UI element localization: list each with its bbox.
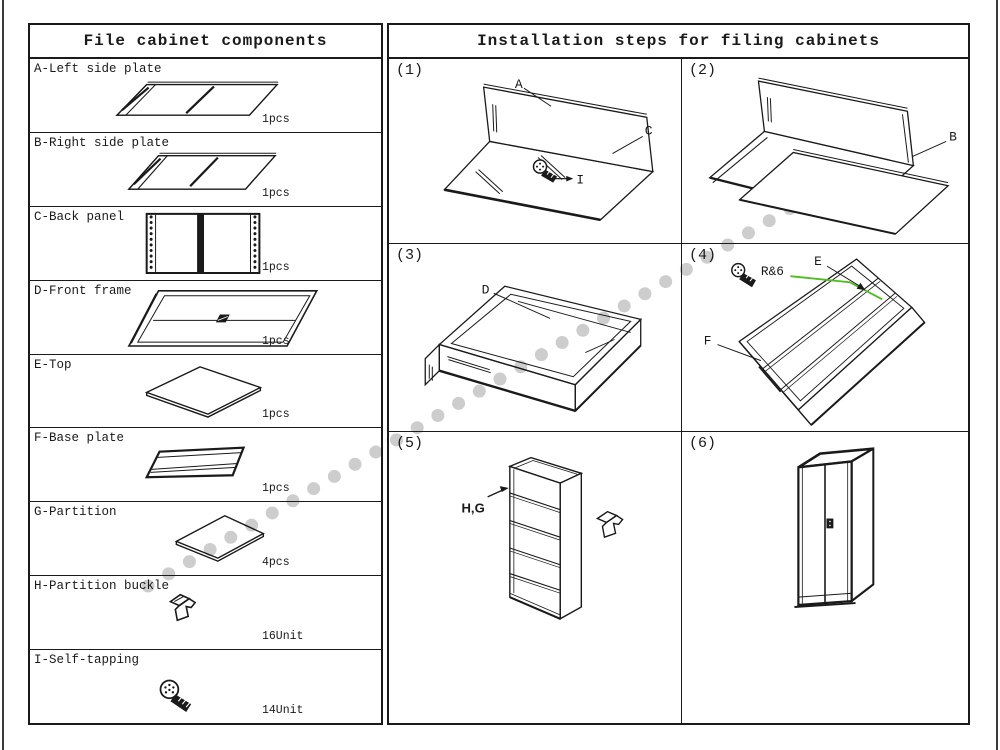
steps-table-title: Installation steps for filing cabinets — [389, 25, 968, 59]
step-number: (3) — [396, 247, 424, 264]
part-label-a: A — [515, 77, 523, 92]
part-label-c: C — [645, 123, 653, 138]
installation-steps-table: Installation steps for filing cabinets (… — [387, 23, 970, 725]
back-panel-drawing — [30, 207, 381, 280]
component-label: G-Partition — [34, 505, 117, 520]
component-qty: 1pcs — [262, 482, 290, 496]
component-label: E-Top — [34, 357, 72, 372]
step-number: (1) — [396, 62, 424, 79]
part-label-hg: H,G — [461, 501, 484, 516]
component-row-d: D-Front frame 1pcs — [30, 281, 381, 355]
components-table: File cabinet components A-Left side plat… — [28, 23, 383, 725]
component-label: H-Partition buckle — [34, 579, 170, 594]
component-label: B-Right side plate — [34, 135, 170, 150]
component-row-c: C-Back panel 1pcs — [30, 207, 381, 281]
page-edge-line — [2, 0, 4, 750]
step-6-drawing — [682, 432, 968, 723]
component-row-h: H-Partition buckle 16Unit — [30, 576, 381, 651]
component-row-e: E-Top 1pcs — [30, 355, 381, 429]
step-cell-5: (5) — [389, 432, 682, 723]
component-qty: 1pcs — [262, 112, 290, 126]
component-label: F-Base plate — [34, 431, 125, 446]
green-guide-line — [790, 276, 882, 299]
part-label-i: I — [576, 173, 584, 188]
page-edge-line — [996, 0, 998, 750]
base-plate-drawing — [30, 428, 381, 501]
step-number: (6) — [689, 435, 717, 452]
components-rows: A-Left side plate 1pcs B-Right side plat… — [30, 59, 381, 723]
part-label-r6: R&6 — [761, 264, 784, 279]
front-frame-drawing — [30, 281, 381, 354]
component-label: D-Front frame — [34, 283, 132, 298]
step-number: (5) — [396, 435, 424, 452]
step-cell-1: (1) — [389, 59, 682, 244]
part-label-d: D — [482, 282, 490, 297]
component-qty: 14Unit — [262, 704, 304, 718]
step-cell-3: (3) D — [389, 244, 682, 432]
component-row-a: A-Left side plate 1pcs — [30, 59, 381, 133]
top-panel-drawing — [30, 355, 381, 428]
step-2-drawing: B — [682, 59, 957, 243]
part-label-b: B — [949, 129, 957, 144]
left-side-plate-drawing — [30, 59, 381, 132]
component-label: C-Back panel — [34, 209, 125, 224]
part-label-e: E — [814, 254, 822, 269]
component-qty: 1pcs — [262, 408, 290, 422]
component-qty: 16Unit — [262, 630, 304, 644]
part-label-f: F — [704, 333, 712, 348]
step-1-drawing: A C I — [389, 77, 681, 243]
partition-buckle-drawing — [30, 576, 381, 649]
step-cell-4: (4) — [682, 244, 968, 432]
step-5-drawing: H,G — [461, 432, 681, 723]
component-label: I-Self-tapping — [34, 653, 140, 668]
right-side-plate-drawing — [30, 133, 381, 206]
step-cell-6: (6) — [682, 432, 968, 723]
step-number: (4) — [689, 247, 717, 264]
component-row-b: B-Right side plate 1pcs — [30, 133, 381, 207]
components-table-title: File cabinet components — [30, 25, 381, 59]
component-label: A-Left side plate — [34, 62, 162, 76]
component-row-i: I-Self-tapping 14Unit — [30, 650, 381, 723]
steps-grid: (1) — [389, 59, 968, 723]
step-4-drawing: R&6 E F — [704, 254, 968, 431]
component-row-g: G-Partition 4pcs — [30, 502, 381, 577]
partition-drawing — [30, 502, 381, 575]
self-tapping-screw-drawing — [30, 650, 192, 713]
step-cell-2: (2) B — [682, 59, 968, 244]
component-qty: 1pcs — [262, 334, 290, 348]
component-row-f: F-Base plate 1pcs — [30, 428, 381, 503]
component-qty: 1pcs — [262, 260, 290, 274]
component-qty: 4pcs — [262, 556, 290, 570]
step-3-drawing: D — [389, 282, 681, 431]
step-number: (2) — [689, 62, 717, 79]
component-qty: 1pcs — [262, 186, 290, 200]
